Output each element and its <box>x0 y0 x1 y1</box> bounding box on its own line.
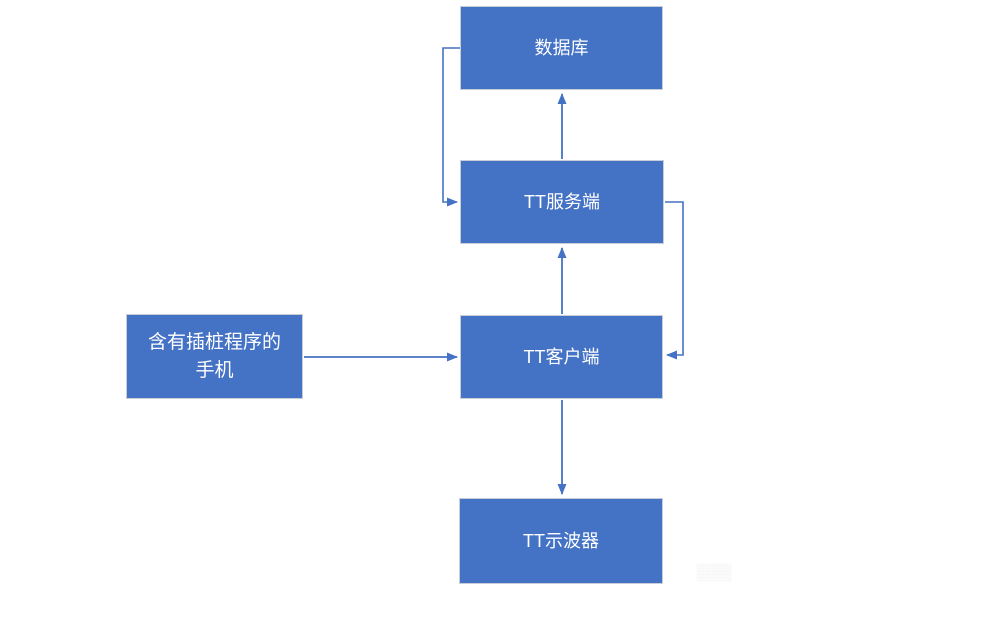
arrow-server-to-client <box>665 201 684 360</box>
arrow-database-to-server <box>442 47 460 207</box>
node-tt-client-label: TT客户端 <box>523 347 600 367</box>
node-tt-client: TT客户端 <box>460 315 663 399</box>
node-instrumented-phone-label: 含有插桩程序的 手机 <box>147 331 281 381</box>
node-instrumented-phone: 含有插桩程序的 手机 <box>126 314 303 399</box>
node-database: 数据库 <box>460 6 663 90</box>
node-tt-oscilloscope: TT示波器 <box>459 498 663 584</box>
watermark-smudge <box>697 563 731 581</box>
node-database-label: 数据库 <box>534 38 589 58</box>
node-tt-server: TT服务端 <box>460 160 664 244</box>
node-tt-oscilloscope-label: TT示波器 <box>523 531 599 551</box>
node-tt-server-label: TT服务端 <box>524 192 600 212</box>
